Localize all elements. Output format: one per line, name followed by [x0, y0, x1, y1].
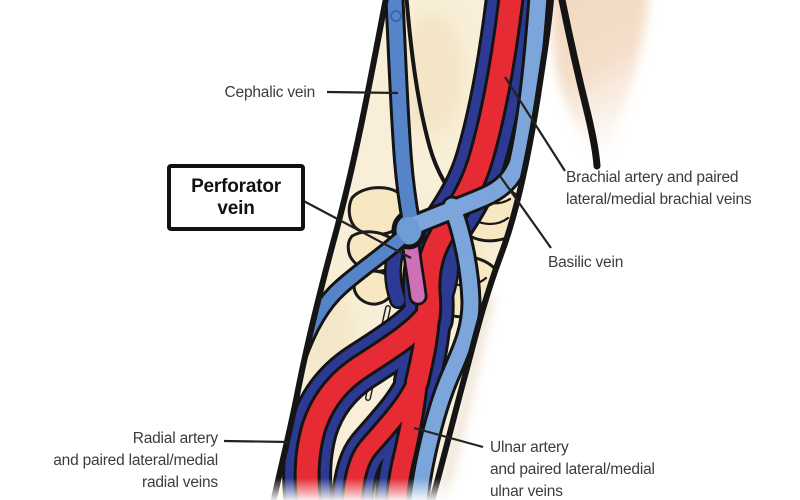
ulnar-label: Ulnar artery and paired lateral/medial u… — [490, 437, 655, 500]
ulnar-label-line2: and paired lateral/medial — [490, 461, 655, 478]
brachial-label-line1: Brachial artery and paired — [566, 169, 739, 186]
cephalic-vein-vessel — [387, 0, 418, 229]
basilic-vein-label-text: Basilic vein — [548, 254, 624, 271]
arm-outline-right — [429, 0, 555, 500]
leader-lines — [223, 76, 566, 449]
perforator-vein-label-box: Perforator vein — [167, 164, 305, 231]
radial-label-line3: radial veins — [141, 474, 218, 491]
radial-artery — [296, 304, 439, 500]
ulnar-label-line1: Ulnar artery — [490, 439, 569, 456]
arm — [270, 0, 555, 500]
brachial-leader-line — [504, 76, 566, 172]
ulnar-label-line3: ulnar veins — [490, 483, 563, 500]
perforator-label-line2: vein — [217, 197, 255, 219]
cephalic-vein-label: Cephalic vein — [224, 82, 316, 104]
perforator-vein-vessel — [401, 236, 428, 306]
brachial-label-line2: lateral/medial brachial veins — [566, 191, 752, 208]
vein-valve-mark — [390, 10, 402, 22]
basilic-vein-label: Basilic vein — [548, 252, 623, 274]
perforator-leader-line — [297, 197, 412, 259]
torso-outline — [558, 0, 601, 170]
radial-label: Radial artery and paired lateral/medial … — [53, 428, 218, 494]
basilic-leader-line — [499, 175, 552, 249]
brachial-label: Brachial artery and paired lateral/media… — [566, 167, 752, 211]
ulnar-leader-line — [413, 426, 484, 449]
arm-outline-left — [270, 0, 389, 500]
cephalic-leader-line — [326, 90, 399, 95]
radial-label-line2: and paired lateral/medial — [53, 452, 218, 469]
torso-skin-area — [551, 0, 649, 162]
forearm-basilic-vessel — [411, 198, 479, 500]
bottom-fade — [0, 478, 800, 500]
radial-leader-line — [223, 439, 290, 444]
radial-label-line1: Radial artery — [132, 430, 218, 447]
cephalic-vein-label-text: Cephalic vein — [224, 84, 316, 101]
perforator-label-line1: Perforator — [191, 175, 281, 197]
